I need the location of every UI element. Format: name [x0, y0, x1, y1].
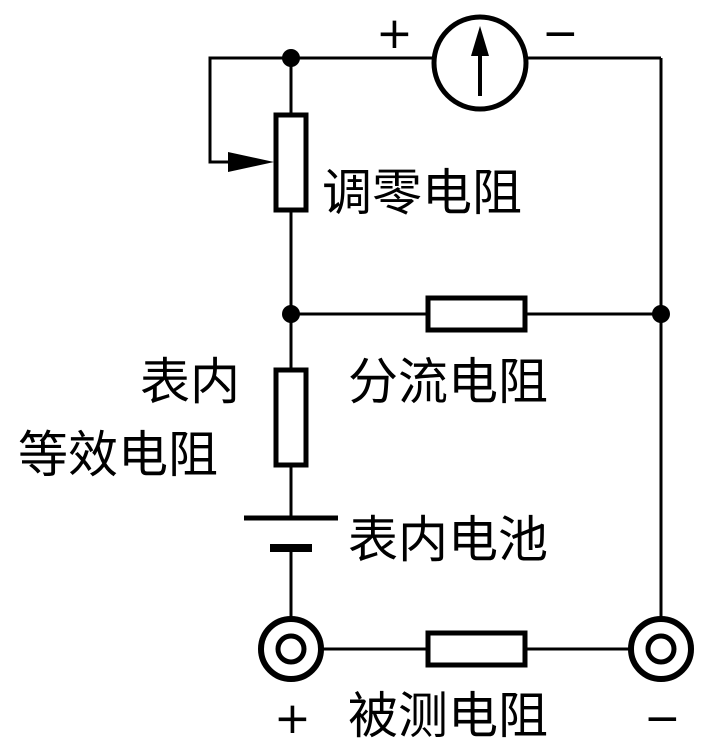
zero-adjust-resistor-label: 调零电阻 — [322, 164, 522, 222]
junction-middle-right — [652, 305, 670, 323]
wires — [208, 56, 663, 651]
meter-needle-arrow-icon — [471, 26, 489, 56]
terminal-plus-sign: + — [274, 693, 311, 744]
junction-middle-left — [282, 305, 300, 323]
galvanometer — [431, 14, 529, 112]
terminal-plus — [258, 616, 324, 682]
wiper-loop — [208, 56, 291, 164]
internal-battery-label: 表内电池 — [348, 511, 548, 569]
terminal-minus — [628, 616, 694, 682]
shunt-resistor — [425, 295, 528, 333]
internal-equivalent-resistor-label-line1: 表内 — [140, 353, 240, 411]
zero-adjust-resistor — [273, 112, 309, 213]
meter-minus-sign: − — [542, 8, 579, 59]
internal-equivalent-resistor-label-line2: 等效电阻 — [18, 426, 218, 484]
meter-plus-sign: + — [376, 8, 413, 59]
measured-resistor-label: 被测电阻 — [348, 687, 548, 745]
wiper-arrow-icon — [228, 152, 274, 172]
terminal-minus-sign: − — [644, 693, 681, 744]
junction-top-left — [282, 49, 300, 67]
shunt-resistor-label: 分流电阻 — [348, 353, 548, 411]
internal-equivalent-resistor — [273, 367, 309, 468]
measured-resistor — [425, 630, 528, 668]
internal-battery — [244, 515, 338, 552]
